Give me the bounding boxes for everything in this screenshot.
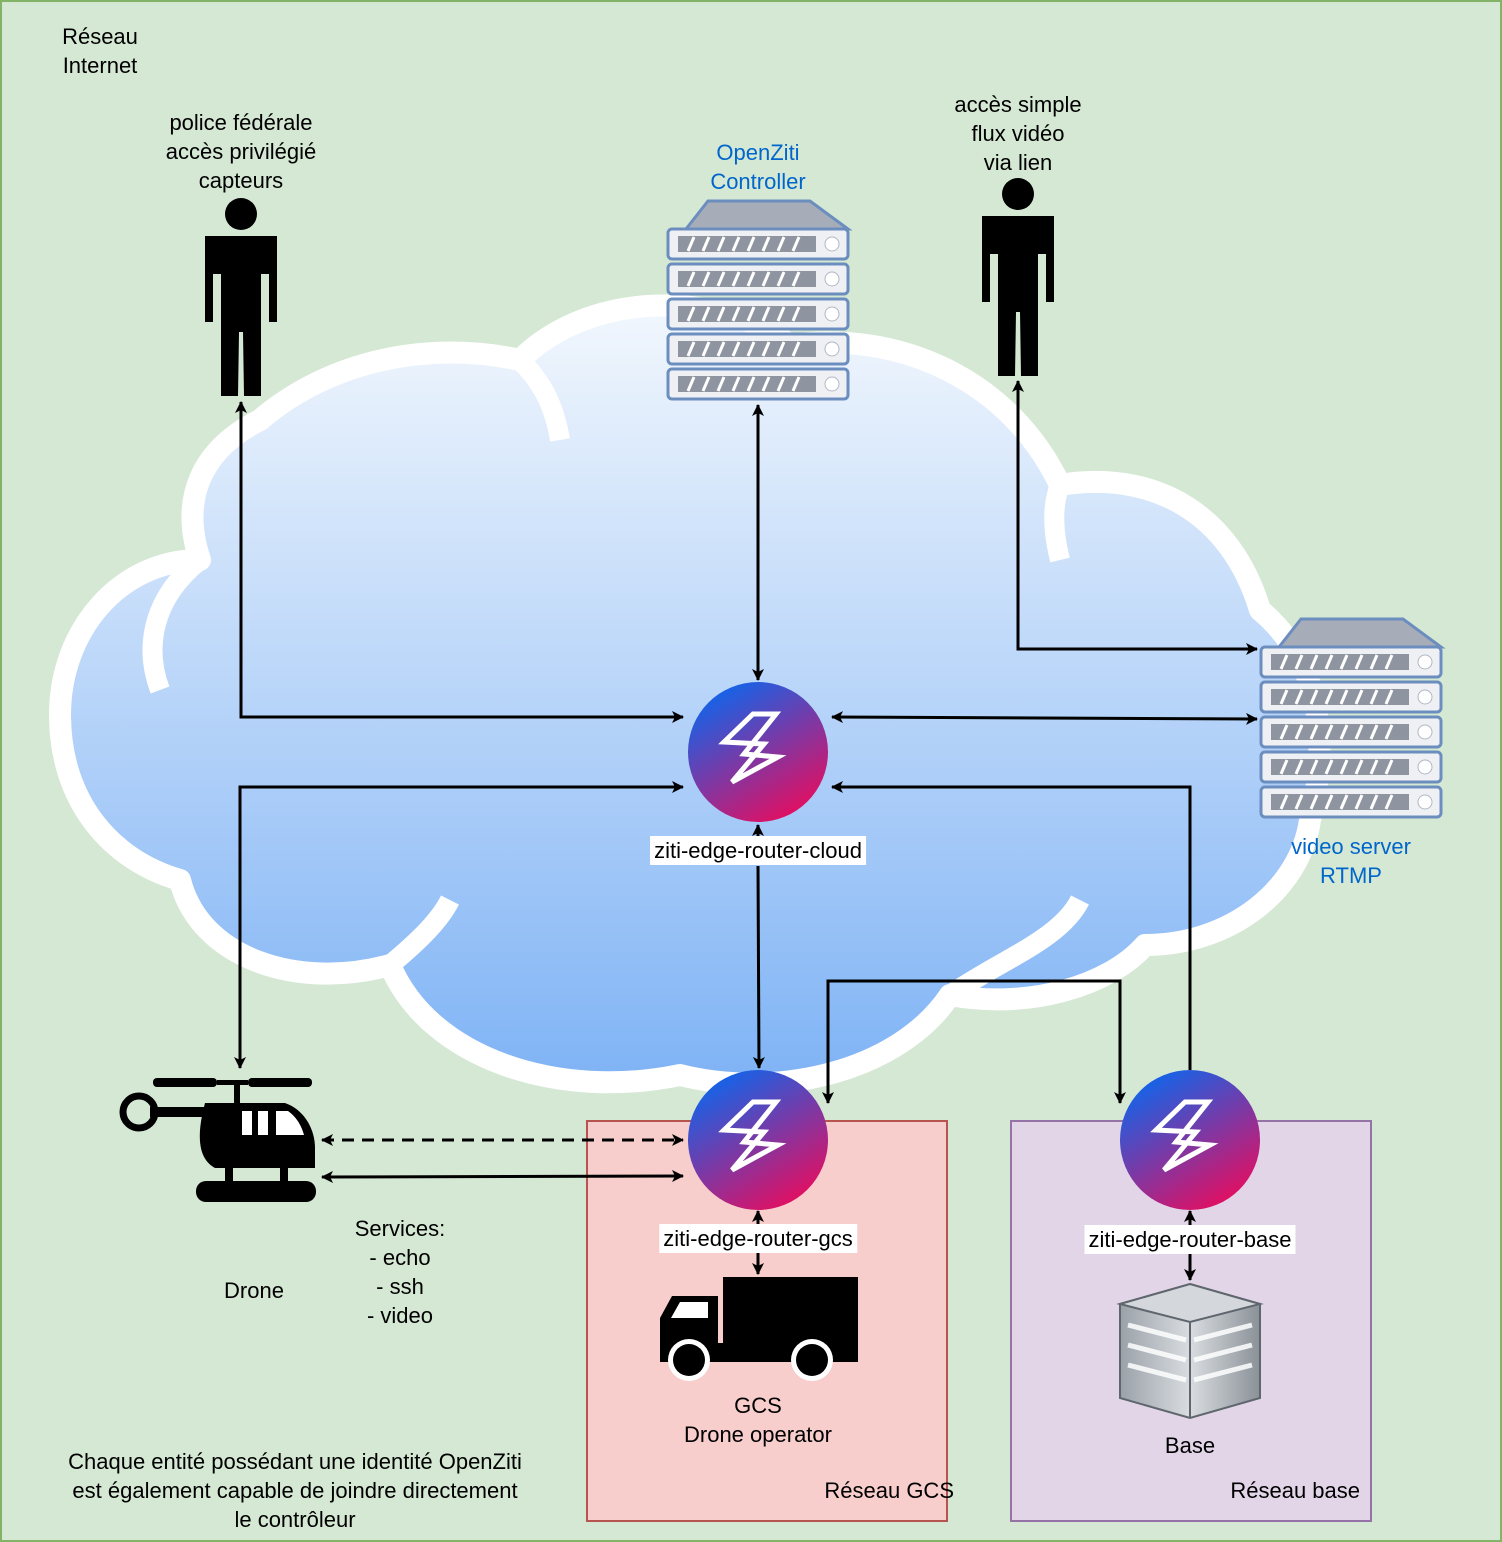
- link-viewer-video: [1012, 380, 1258, 655]
- controller-label: OpenZiti Controller: [710, 140, 806, 194]
- gcs-network-label: Réseau GCS: [824, 1478, 954, 1503]
- footnote: Chaque entité possédant une identité Ope…: [68, 1449, 522, 1532]
- link-gcs-base: [822, 979, 1126, 1104]
- link-drone-cloud: [234, 781, 684, 1069]
- police-label: police fédérale accès privilégié capteur…: [165, 110, 317, 193]
- cloud-router-label: ziti-edge-router-cloud: [650, 836, 866, 865]
- viewer-label: accès simple flux vidéo via lien: [954, 92, 1082, 175]
- drone-helicopter-icon: [119, 1078, 316, 1202]
- link-base-cloud: [831, 781, 1192, 1070]
- link-cloud-video: [831, 711, 1258, 725]
- link-drone-gcs: [321, 1170, 684, 1183]
- base-router-icon: [1120, 1070, 1260, 1210]
- services-label: Services: - echo - ssh - video: [354, 1216, 446, 1328]
- link-police-cloud: [235, 401, 684, 723]
- base-label: Base: [1164, 1433, 1216, 1458]
- internet-network-label: Réseau Internet: [62, 24, 138, 78]
- base-router-label: ziti-edge-router-base: [1084, 1225, 1296, 1254]
- base-network-label: Réseau base: [1230, 1478, 1360, 1503]
- cloud-router-icon: [688, 682, 828, 822]
- gcs-router-label: ziti-edge-router-gcs: [659, 1224, 857, 1253]
- gcs-truck-icon: [660, 1277, 858, 1381]
- gcs-router-icon: [688, 1070, 828, 1210]
- video-server-label: video server RTMP: [1291, 834, 1411, 888]
- drone-label: Drone: [224, 1278, 284, 1303]
- base-building-icon: [1116, 1282, 1264, 1420]
- video-server-icon: [1261, 619, 1441, 817]
- gcs-label: GCS Drone operator: [684, 1393, 832, 1447]
- controller-server-icon: [668, 201, 848, 399]
- link-cloud-gcs-lower: [752, 865, 765, 1069]
